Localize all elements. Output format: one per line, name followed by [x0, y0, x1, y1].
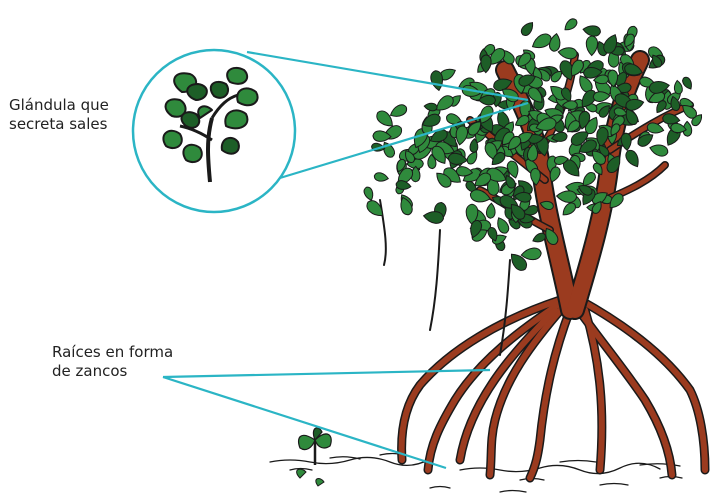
- gland-label-line2: secreta sales: [9, 115, 109, 134]
- magnifier-circle: [133, 50, 295, 212]
- ground-lines: [270, 454, 682, 493]
- canopy-leaf: [424, 102, 438, 111]
- roots-label: Raíces en forma de zancos: [52, 343, 173, 381]
- canopy-leaf: [586, 36, 598, 56]
- roots-callout-line-upper: [163, 370, 490, 377]
- mangrove-seedling-icon: [297, 428, 332, 486]
- canopy-leaf: [398, 196, 414, 217]
- canopy-leaf: [388, 103, 408, 120]
- gland-label: Glándula que secreta sales: [9, 96, 109, 134]
- canopy-leaf: [558, 46, 578, 59]
- canopy-leaf: [621, 133, 632, 151]
- canopy-leaf: [582, 24, 601, 37]
- roots-label-line1: Raíces en forma: [52, 343, 173, 362]
- roots-label-line2: de zancos: [52, 362, 173, 381]
- stilt-roots: [402, 300, 705, 478]
- canopy-leaf: [486, 203, 496, 219]
- canopy-leaf: [681, 76, 694, 91]
- canopy-leaf: [374, 172, 390, 183]
- gland-label-line1: Glándula que: [9, 96, 109, 115]
- canopy-leaf: [556, 190, 577, 203]
- canopy-leaf: [363, 186, 376, 202]
- canopy-leaf: [623, 148, 642, 169]
- canopy-leaf: [519, 20, 536, 38]
- canopy-leaf: [649, 143, 670, 158]
- tree-canopy: [363, 17, 705, 273]
- canopy-leaf: [562, 17, 579, 33]
